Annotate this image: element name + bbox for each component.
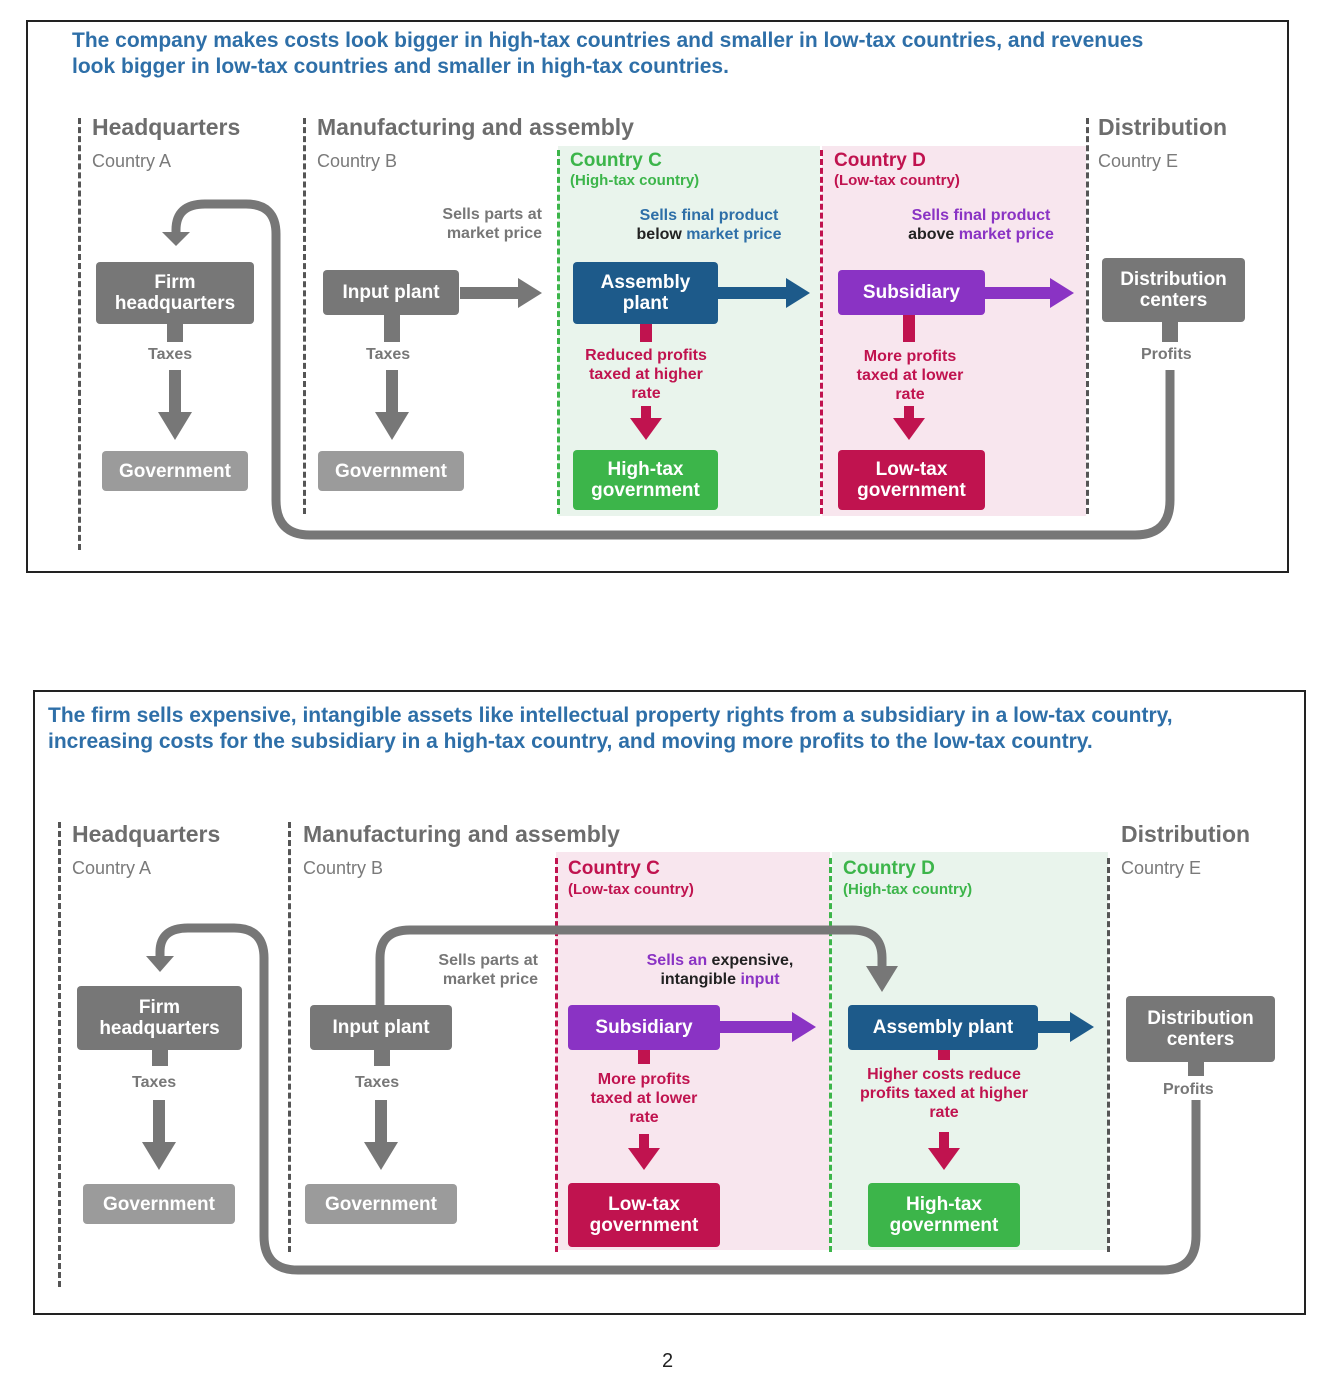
subsidiary-box-2: Subsidiary <box>568 1005 720 1050</box>
sells-final-above-note-1: Sells final product above market price <box>872 206 1090 244</box>
divider-e-2 <box>1107 858 1110 1252</box>
country-c-label-2: Country C <box>568 858 660 879</box>
assembly-plant-box-2: Assembly plant <box>848 1005 1038 1050</box>
intangible-word: intangible <box>660 971 736 988</box>
distribution-title-2: Distribution <box>1121 821 1251 847</box>
manufacturing-title-1: Manufacturing and assembly <box>317 114 634 140</box>
distribution-centers-box-1: Distribution centers <box>1102 258 1245 322</box>
firm-headquarters-box-1: Firm headquarters <box>96 262 254 324</box>
country-b-label-1: Country B <box>317 151 398 171</box>
expensive-word: expensive, <box>711 952 794 969</box>
arrow-inputplant-gov-1 <box>375 412 409 440</box>
arrow-to-hq-1 <box>162 232 190 246</box>
sells-parts-note-2: Sells parts at market price <box>438 952 538 988</box>
arrow-subsidiary-to-assembly-2 <box>792 1012 816 1042</box>
arrow-d-gov-2 <box>928 1148 960 1170</box>
arrow-input-to-assembly-1 <box>518 278 542 308</box>
market-price-word-d: market price <box>954 226 1054 243</box>
sells-final-line-2: below market price <box>600 225 818 244</box>
sells-expensive-line-2: intangible input <box>610 970 830 989</box>
arrow-inputplant-gov-2 <box>364 1142 398 1170</box>
high-tax-government-box-1: High-tax government <box>573 450 718 510</box>
low-tax-government-box-1: Low-tax government <box>838 450 985 510</box>
country-d-tag-2: (High-tax country) <box>843 881 973 898</box>
profits-label-1: Profits <box>1141 346 1192 363</box>
divider-b-2 <box>288 822 291 1252</box>
government-box-b-1: Government <box>318 451 464 491</box>
government-box-hq-2: Government <box>83 1184 235 1224</box>
arrow-c-gov-2 <box>628 1148 660 1170</box>
sells-expensive-note-2: Sells an expensive, intangible input <box>610 951 830 989</box>
taxes-label-b-2: Taxes <box>355 1074 400 1091</box>
divider-c-2 <box>555 858 558 1252</box>
sells-final-line-1: Sells final product <box>639 207 779 224</box>
above-word: above <box>908 226 955 243</box>
divider-e-1 <box>1086 118 1089 514</box>
arrow-hq-gov-2 <box>142 1142 176 1170</box>
arrow-to-hq-2 <box>146 956 174 972</box>
country-a-label-1: Country A <box>92 151 172 171</box>
higher-costs-note-2: Higher costs reduce profits taxed at hig… <box>859 1066 1029 1121</box>
assembly-plant-box-1: Assembly plant <box>573 262 718 324</box>
country-e-label-2: Country E <box>1121 858 1202 878</box>
distribution-centers-box-2: Distribution centers <box>1126 996 1275 1062</box>
country-e-label-1: Country E <box>1098 151 1179 171</box>
divider-d-1 <box>820 150 823 514</box>
country-a-label-2: Country A <box>72 858 152 878</box>
sells-final-line-2d: above market price <box>872 225 1090 244</box>
high-tax-government-box-2: High-tax government <box>868 1183 1020 1247</box>
country-b-label-2: Country B <box>303 858 384 878</box>
sells-expensive-line-1: Sells an expensive, <box>610 951 830 970</box>
page-number: 2 <box>662 1350 674 1372</box>
sells-an-word: Sells an <box>646 952 712 969</box>
reduced-profits-note-1: Reduced profits taxed at higher rate <box>585 347 707 402</box>
caption-1: The company makes costs look bigger in h… <box>72 29 1144 78</box>
caption-2: The firm sells expensive, intangible ass… <box>48 704 1173 753</box>
subsidiary-box-1: Subsidiary <box>838 270 985 315</box>
more-profits-note-2: More profits taxed at lower rate <box>590 1071 698 1126</box>
firm-headquarters-box-2: Firm headquarters <box>77 986 242 1050</box>
government-box-b-2: Government <box>305 1184 457 1224</box>
taxes-label-hq-1: Taxes <box>148 346 193 363</box>
divider-a-1 <box>78 118 81 550</box>
below-word: below <box>636 226 682 243</box>
market-price-word: market price <box>681 226 782 243</box>
arrow-d-gov-1 <box>893 418 925 440</box>
input-plant-box-1: Input plant <box>323 270 459 315</box>
divider-c-1 <box>557 150 560 514</box>
input-plant-box-2: Input plant <box>310 1005 452 1050</box>
country-c-tag-1: (High-tax country) <box>570 172 700 189</box>
arrow-assembly-to-subsidiary-1 <box>786 278 810 308</box>
headquarters-title-1: Headquarters <box>92 114 241 140</box>
profits-label-2: Profits <box>1163 1081 1214 1098</box>
more-profits-note-1: More profits taxed at lower rate <box>856 348 964 403</box>
divider-a-2 <box>58 822 61 1287</box>
arrow-assembly-to-dist-2 <box>1070 1012 1094 1042</box>
arrow-c-gov-1 <box>630 418 662 440</box>
sells-final-below-note-1: Sells final product below market price <box>600 206 818 244</box>
country-d-label-2: Country D <box>843 858 935 879</box>
country-c-tag-2: (Low-tax country) <box>568 881 694 898</box>
country-d-label-1: Country D <box>834 150 926 171</box>
divider-b-1 <box>303 118 306 514</box>
arrow-hq-gov-1 <box>158 412 192 440</box>
government-box-hq-1: Government <box>102 451 248 491</box>
distribution-title-1: Distribution <box>1098 114 1228 140</box>
input-word: input <box>736 971 780 988</box>
arrow-subsidiary-to-dist-1 <box>1050 278 1074 308</box>
sells-parts-note-1: Sells parts at market price <box>442 206 542 242</box>
low-tax-government-box-2: Low-tax government <box>568 1183 720 1247</box>
sells-final-line-1d: Sells final product <box>911 207 1051 224</box>
taxes-label-hq-2: Taxes <box>132 1074 177 1091</box>
country-c-label-1: Country C <box>570 150 662 171</box>
headquarters-title-2: Headquarters <box>72 821 221 847</box>
country-d-tag-1: (Low-tax country) <box>834 172 960 189</box>
divider-d-2 <box>829 858 832 1252</box>
arrow-input-to-assembly-2 <box>866 966 898 992</box>
taxes-label-b-1: Taxes <box>366 346 411 363</box>
manufacturing-title-2: Manufacturing and assembly <box>303 821 620 847</box>
